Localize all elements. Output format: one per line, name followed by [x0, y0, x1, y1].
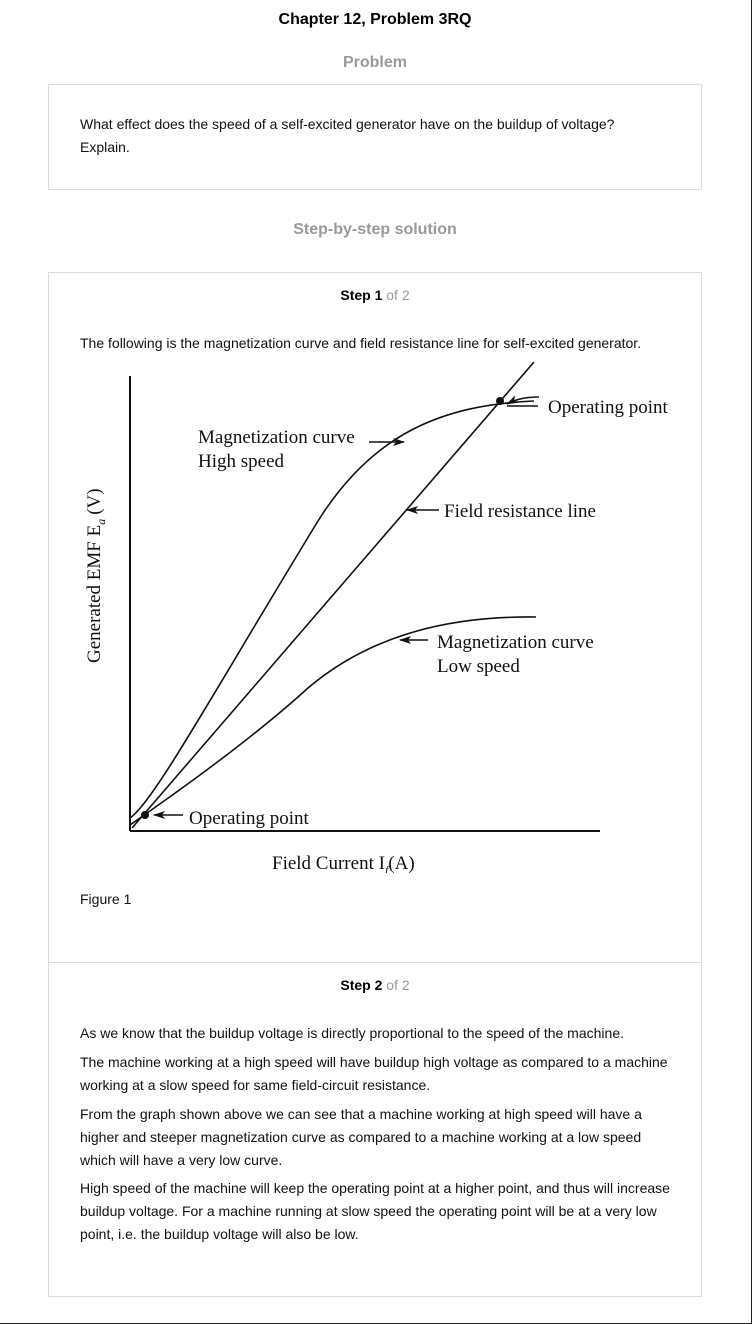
figure-caption: Figure 1 [80, 891, 132, 907]
high-speed-label-line2: High speed [198, 451, 285, 472]
operating-point-bottom-dot [141, 811, 149, 819]
step-1-label: Step 1 [340, 287, 383, 303]
problem-text: What effect does the speed of a self-exc… [80, 116, 615, 155]
operating-point-top-dot [496, 397, 504, 405]
x-axis-title: Field Current If(A) [272, 853, 415, 873]
y-axis-title: Generated EMF Ea(V) [84, 488, 108, 663]
solution-heading: Step-by-step solution [293, 221, 457, 238]
step-1-count: of 2 [386, 287, 410, 303]
solution-card: Step 1 of 2 The following is the magneti… [48, 272, 702, 1297]
magnetization-figure: Magnetization curve High speed Operating… [73, 353, 693, 877]
step-2-paragraph-1: As we know that the buildup voltage is d… [80, 1025, 624, 1041]
low-speed-label-line1: Magnetization curve [437, 632, 594, 653]
operating-point-top-arrow [506, 395, 540, 405]
field-resistance-line [131, 361, 535, 829]
operating-point-top-label: Operating point [548, 397, 669, 418]
problem-card: What effect does the speed of a self-exc… [48, 84, 702, 190]
high-speed-curve [129, 400, 535, 819]
step-1-intro: The following is the magnetization curve… [80, 335, 642, 351]
figure-drawing: Magnetization curve High speed Operating… [84, 361, 669, 877]
high-speed-label-line1: Magnetization curve [198, 427, 355, 448]
page-title: Chapter 12, Problem 3RQ [278, 11, 472, 28]
resistance-line-label: Field resistance line [444, 501, 596, 522]
problem-heading: Problem [342, 54, 407, 71]
step-2-label: Step 2 [340, 977, 383, 993]
step-divider [49, 962, 701, 963]
step-2-count: of 2 [386, 977, 410, 993]
operating-point-bottom-label: Operating point [189, 808, 310, 829]
low-speed-curve [129, 616, 537, 826]
step-2-paragraph-2: The machine working at a high speed will… [80, 1054, 668, 1093]
step-2-header: Step 2 of 2 [49, 977, 701, 993]
step-2-paragraph-3: From the graph shown above we can see th… [80, 1106, 642, 1168]
step-2-paragraph-4: High speed of the machine will keep the … [80, 1180, 670, 1242]
step-1-header: Step 1 of 2 [49, 287, 701, 303]
low-speed-label-line2: Low speed [437, 656, 520, 677]
